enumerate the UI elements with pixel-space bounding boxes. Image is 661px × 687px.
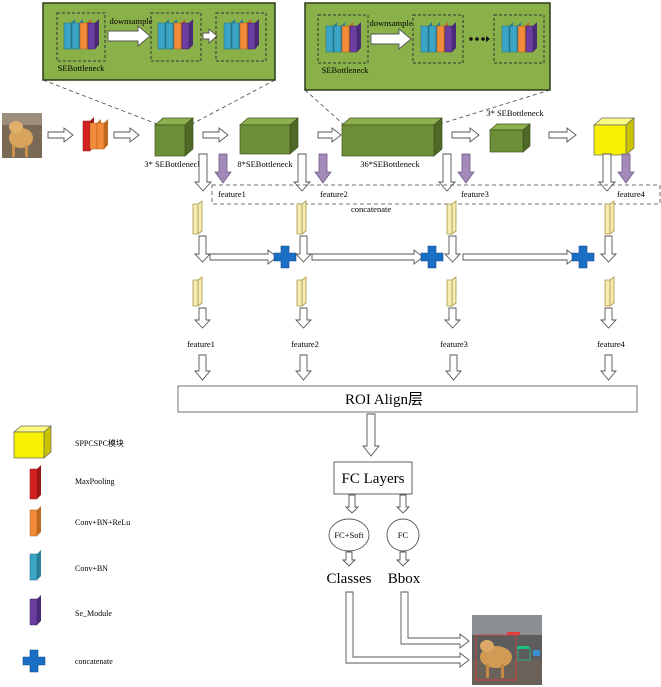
- head-reg-label: FC: [398, 530, 409, 540]
- head-out-arrows: [341, 551, 411, 567]
- legend-item-conv-bn-relu: Conv+BN+ReLu: [29, 505, 130, 537]
- backbone-label-4: 3* SEBottleneck: [486, 108, 544, 118]
- zoom-lines: [42, 79, 551, 125]
- concat-box: feature1 feature2 feature3 feature4 conc…: [211, 184, 661, 214]
- legend-label-concatenate: concatenate: [75, 657, 113, 666]
- left-panel-label: SEBottleneck: [58, 63, 105, 73]
- left-panel-op-label: downsample: [110, 16, 153, 26]
- legend-item-se-module: Se_Module: [29, 594, 112, 626]
- concat-cross-2: [420, 245, 444, 269]
- backbone-label-1: 3* SEBottleneck: [144, 159, 202, 169]
- left-panel-arrow-1: [107, 25, 151, 47]
- legend-label-sppcspc: SPPCSPC模块: [75, 438, 124, 448]
- right-panel-block-3: [501, 21, 538, 53]
- roi-align-box: ROI Align层: [177, 385, 638, 413]
- arrow-roi-fc: [362, 413, 380, 457]
- concat-cross-3: [571, 245, 595, 269]
- output-feature-2: feature2: [291, 339, 319, 349]
- backbone-label-3: 36*SEBottleneck: [360, 159, 420, 169]
- concat-cross-1: [273, 245, 297, 269]
- head-reg: FC: [386, 518, 420, 552]
- output-feature-4: feature4: [597, 339, 626, 349]
- left-panel-block-3: [223, 18, 260, 50]
- backbone-block-4: [489, 123, 531, 153]
- legend-item-maxpool: MaxPooling: [29, 464, 115, 500]
- left-panel-block-2: [157, 18, 194, 50]
- result-image: [472, 615, 542, 685]
- legend-label-conv-bn-relu: Conv+BN+ReLu: [75, 518, 130, 527]
- bbox-label: Bbox: [388, 571, 421, 587]
- fc-split-arrows: [344, 494, 411, 514]
- concat-flow: [209, 245, 595, 269]
- fc-layers-box: FC Layers: [333, 461, 413, 495]
- legend: SPPCSPC模块 MaxPooling Conv+BN+ReLu Conv+B…: [13, 425, 130, 673]
- right-detail-panel: SEBottleneck downsample: [304, 2, 551, 91]
- input-image: [2, 113, 42, 158]
- arrow-backbone-1: [202, 127, 229, 143]
- right-panel-arrow-1: [370, 28, 412, 50]
- result-arrows: [345, 591, 470, 668]
- concat-feature-2: feature2: [320, 189, 348, 199]
- concat-label: concatenate: [351, 204, 391, 214]
- right-panel-block-2: [420, 21, 457, 53]
- legend-item-conv-bn: Conv+BN: [29, 549, 108, 581]
- backbone-block-1: [154, 117, 194, 157]
- right-panel-op-label: downsample: [370, 18, 413, 28]
- arrow-backbone-2: [317, 127, 342, 143]
- output-feature-3: feature3: [440, 339, 468, 349]
- head-cls-label: FC+Soft: [334, 530, 364, 540]
- arrow-input: [47, 127, 74, 143]
- backbone-label-2: 8*SEBottleneck: [237, 159, 293, 169]
- roi-align-label: ROI Align层: [345, 392, 423, 408]
- classes-label: Classes: [327, 571, 372, 587]
- legend-label-conv-bn: Conv+BN: [75, 564, 108, 573]
- legend-label-se-module: Se_Module: [75, 609, 112, 618]
- ellipsis-dots: [469, 36, 490, 42]
- arrow-backbone-3: [451, 127, 480, 143]
- tap-arrows: [193, 153, 635, 192]
- backbone-block-2: [239, 117, 299, 155]
- arrow-backbone-4: [548, 127, 577, 143]
- stem-layers: [82, 116, 109, 152]
- left-detail-panel: SEBottleneck downsample: [42, 2, 276, 81]
- concat-feature-3: feature3: [461, 189, 489, 199]
- legend-item-concatenate: concatenate: [22, 649, 113, 673]
- sppcspc-block: [593, 117, 635, 156]
- output-feature-1: feature1: [187, 339, 215, 349]
- left-panel-block-1: [63, 18, 100, 50]
- left-panel-arrow-2: [202, 28, 218, 44]
- arrow-stem: [113, 127, 140, 143]
- legend-item-sppcspc: SPPCSPC模块: [13, 425, 124, 459]
- feature-column-1: [192, 200, 212, 329]
- concat-feature-1: feature1: [218, 189, 246, 199]
- concat-feature-4: feature4: [617, 189, 646, 199]
- backbone-block-3: [341, 117, 443, 157]
- legend-label-maxpool: MaxPooling: [75, 477, 115, 486]
- feature-column-2: [294, 200, 313, 329]
- right-panel-block-1: [325, 21, 362, 53]
- right-panel-label: SEBottleneck: [322, 65, 369, 75]
- feature-column-4: [599, 200, 618, 329]
- roi-input-arrows: [194, 354, 617, 381]
- fc-layers-label: FC Layers: [342, 471, 405, 487]
- feature-column-3: [443, 200, 462, 329]
- head-cls: FC+Soft: [328, 518, 370, 552]
